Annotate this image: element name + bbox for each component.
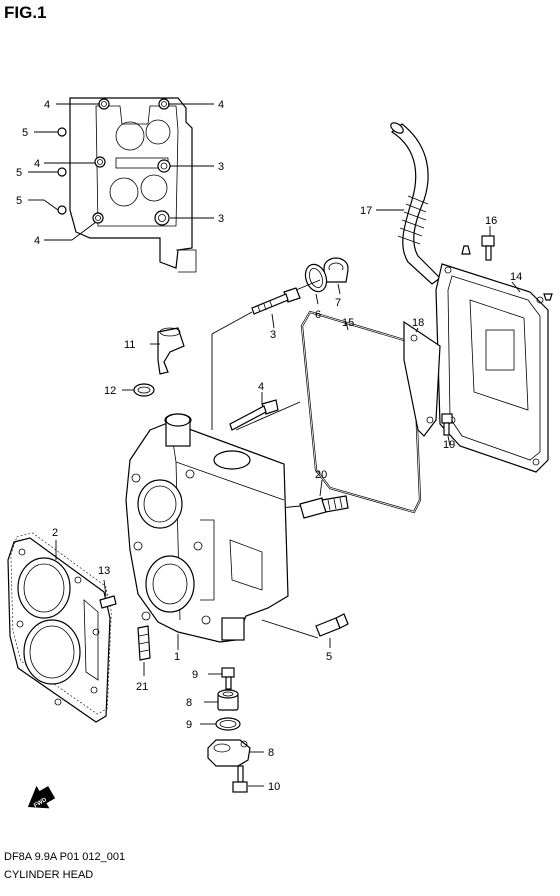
callout-3-c: 3 (270, 329, 276, 341)
callout-1: 1 (174, 651, 180, 663)
callout-20: 18 (412, 317, 424, 329)
spark-plug (299, 479, 349, 519)
bolt-5 (315, 613, 349, 648)
callout-4-c: 4 (34, 158, 40, 170)
bolt-21 (441, 413, 453, 447)
callout-4-b: 4 (218, 99, 224, 111)
bolt-4 (229, 392, 279, 431)
bolt-3 (251, 287, 301, 329)
dowel-pin-23 (137, 625, 151, 676)
head-gasket (7, 532, 112, 723)
callout-23: 21 (136, 681, 148, 693)
cylinder-head (125, 413, 289, 650)
callout-3-b: 3 (218, 213, 224, 225)
head-bolt-pattern-inset (28, 97, 214, 273)
callout-19: 17 (360, 205, 372, 217)
callout-22: 20 (315, 469, 327, 481)
callout-8: 8 (268, 747, 274, 759)
mount-bracket-8 (207, 739, 264, 767)
callout-13: 11 (124, 339, 135, 351)
callout-5-a: 5 (22, 127, 28, 139)
callout-6: 6 (315, 309, 321, 321)
breather-hose (376, 122, 441, 285)
callout-14: 12 (104, 385, 116, 397)
callout-5-b: 5 (16, 167, 22, 179)
bolt-11 (208, 667, 235, 690)
oil-filler-cap (323, 257, 349, 295)
o-ring-6 (304, 263, 328, 305)
callout-15: 13 (98, 565, 110, 577)
figure-title: FIG.1 (4, 3, 47, 22)
callout-4-d: 4 (34, 235, 40, 247)
dowel-pin-15 (99, 579, 117, 609)
callout-4-a: 4 (44, 99, 50, 111)
callout-16: 14 (510, 271, 522, 283)
o-ring-9 (200, 717, 241, 731)
model-code: DF8A 9.9A P01 012_001 (4, 851, 126, 863)
callout-21: 19 (443, 439, 455, 451)
callout-18: 16 (485, 215, 497, 227)
valve-13 (150, 327, 185, 375)
callout-2: 2 (52, 527, 58, 539)
callout-7: 7 (335, 297, 341, 309)
bolt-18 (481, 226, 495, 261)
bolt-12 (232, 765, 264, 793)
callout-12: 10 (268, 781, 280, 793)
callout-9: 9 (186, 719, 192, 731)
callout-5-c: 5 (16, 195, 22, 207)
callout-4-e: 4 (258, 381, 264, 393)
cylinder-head-cover (435, 245, 553, 473)
o-ring-14 (122, 383, 155, 397)
callout-5-d: 5 (326, 651, 332, 663)
head-cover-gasket (300, 310, 422, 514)
figure-caption: CYLINDER HEAD (4, 869, 94, 881)
spacer-10 (204, 689, 239, 711)
callout-11: 9 (192, 669, 198, 681)
callout-3-a: 3 (218, 161, 224, 173)
baffle-plate-20 (403, 320, 441, 437)
callout-10: 8 (186, 697, 192, 709)
forward-arrow-icon: FWD (27, 785, 56, 809)
callout-17: 15 (342, 317, 354, 329)
